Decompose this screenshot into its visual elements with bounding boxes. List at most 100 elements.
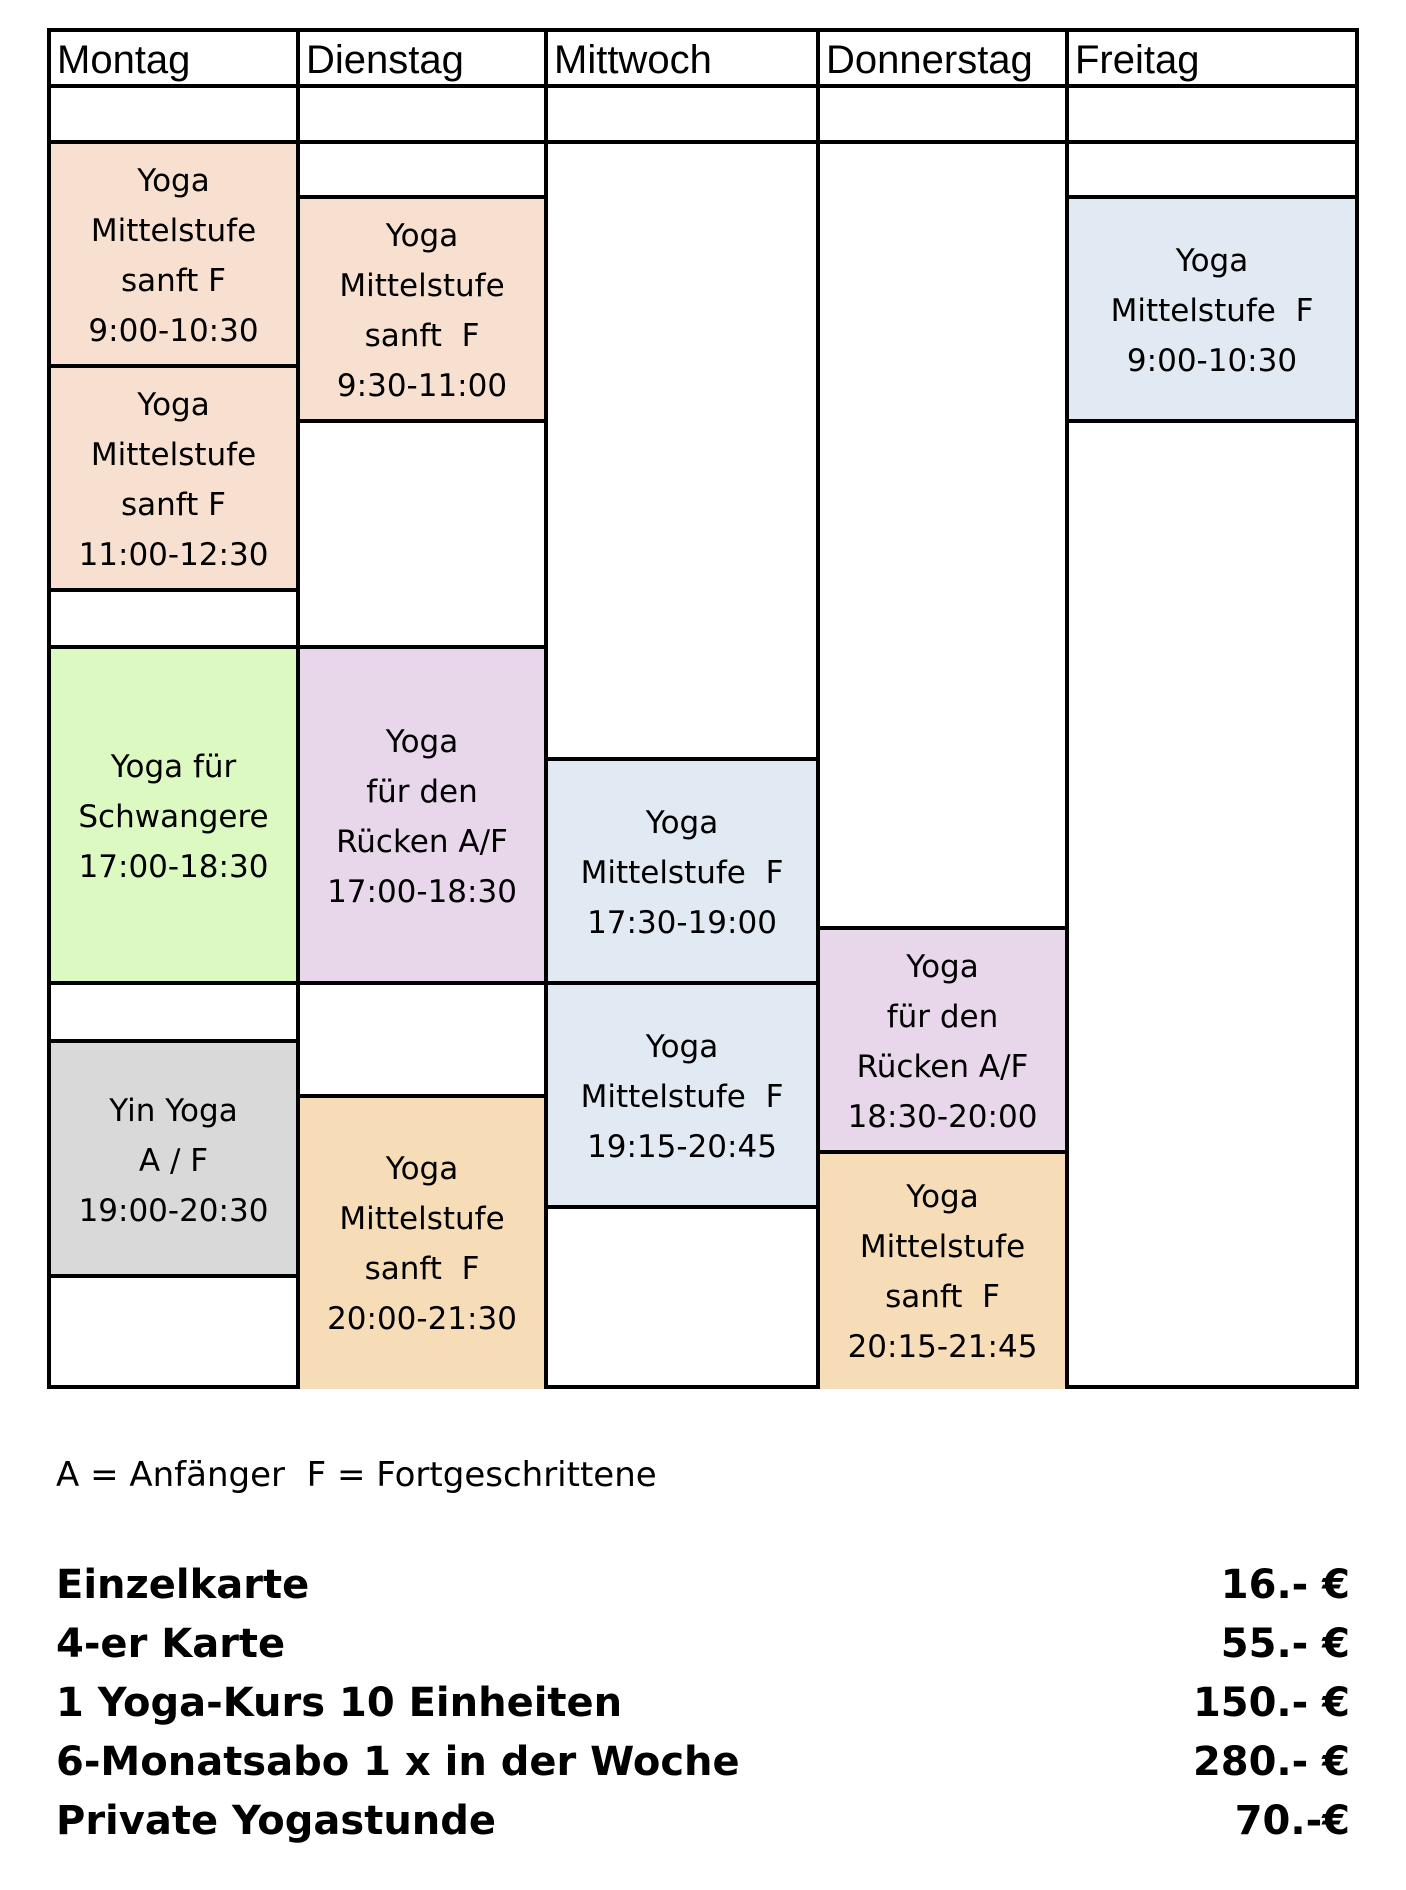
row-divider [51,588,296,592]
price-row-4er-karte: 4-er Karte 55.- € [56,1615,1350,1674]
column-divider [816,32,820,1389]
row-divider [1069,419,1355,423]
class-line: Mittelstufe [90,213,257,249]
column-divider [296,32,300,1389]
class-line: Mittelstufe F [580,855,784,891]
row-divider [820,926,1065,930]
price-label: 6-Monatsabo 1 x in der Woche [56,1739,740,1785]
price-row-monatsabo: 6-Monatsabo 1 x in der Woche 280.- € [56,1733,1350,1792]
price-value: 70.-€ [1234,1798,1350,1844]
class-line: Yoga [645,805,719,841]
day-header-dienstag: Dienstag [306,38,464,82]
column-divider [544,32,548,1389]
class-line: sanft F [364,318,480,354]
class-line: sanft F [120,487,226,523]
price-label: Einzelkarte [56,1562,310,1608]
day-header-donnerstag: Donnerstag [826,38,1033,82]
row-divider [300,195,544,199]
class-line: für den [886,999,999,1035]
row-divider [51,645,296,649]
row-divider [548,981,816,985]
class-line: Mittelstufe F [580,1079,784,1115]
class-line: Schwangere [78,799,269,835]
class-line: 9:30-11:00 [336,368,508,404]
class-line: sanft F [120,263,226,299]
price-value: 280.- € [1192,1739,1350,1785]
class-line: 9:00-10:30 [88,313,259,349]
class-block-mon-4: Yin Yoga A / F 19:00-20:30 [51,1043,296,1278]
price-row-yoga-kurs: 1 Yoga-Kurs 10 Einheiten 150.- € [56,1674,1350,1733]
class-line: Mittelstufe [339,1200,505,1237]
row-divider [548,1205,816,1209]
price-label: 4-er Karte [56,1621,286,1667]
day-header-mittwoch: Mittwoch [554,38,712,82]
class-line: Mittelstufe [339,268,505,304]
row-divider [300,419,544,423]
row-divider [51,1039,296,1043]
class-line: 17:00-18:30 [78,849,269,885]
price-label: 1 Yoga-Kurs 10 Einheiten [56,1680,623,1726]
class-line: 17:00-18:30 [327,874,517,910]
class-line: Yoga [645,1029,719,1065]
class-line: Yoga [906,1178,979,1215]
price-value: 150.- € [1192,1680,1350,1726]
column-divider [1065,32,1069,1389]
class-line: Yoga [385,724,459,760]
class-line: 20:15-21:45 [847,1328,1038,1365]
price-label: Private Yogastunde [56,1798,497,1844]
row-divider [820,1150,1065,1154]
row-divider [51,364,296,368]
class-line: sanft F [885,1278,1000,1315]
class-line: Mittelstufe [859,1228,1026,1265]
row-divider [548,757,816,761]
price-value: 55.- € [1220,1621,1350,1667]
class-line: für den [366,774,478,810]
header-divider [51,140,1355,144]
class-line: Yoga [1175,243,1249,279]
weekly-schedule-table: Montag Dienstag Mittwoch Donnerstag Frei… [47,28,1359,1389]
price-list: Einzelkarte 16.- € 4-er Karte 55.- € 1 Y… [56,1556,1350,1851]
row-divider [51,981,296,985]
header-divider [51,84,1355,88]
class-line: Yoga [137,163,210,199]
class-line: 9:00-10:30 [1126,343,1298,379]
class-line: 19:00-20:30 [78,1192,269,1229]
class-line: Mittelstufe F [1110,293,1314,329]
class-line: Yin Yoga [109,1092,238,1129]
class-line: Yoga für [110,749,237,785]
abbreviation-legend: A = Anfänger F = Fortgeschrittene [56,1455,657,1495]
class-line: Mittelstufe [90,437,257,473]
class-line: Yoga [385,218,459,254]
class-line: 19:15-20:45 [587,1129,777,1165]
row-divider [51,1274,296,1278]
class-line: Yoga [906,949,979,985]
class-line: 17:30-19:00 [587,905,777,941]
price-row-private-yogastunde: Private Yogastunde 70.-€ [56,1792,1350,1851]
class-line: sanft F [364,1250,480,1287]
row-divider [300,1094,544,1098]
class-line: 20:00-21:30 [327,1300,517,1337]
class-line: Rücken A/F [856,1049,1029,1085]
row-divider [300,645,544,649]
row-divider [300,981,544,985]
class-line: Yoga [137,387,210,423]
class-line: A / F [138,1142,209,1179]
class-line: 18:30-20:00 [847,1099,1038,1135]
day-header-montag: Montag [57,38,191,82]
class-line: 11:00-12:30 [78,537,269,573]
class-line: Yoga [385,1150,459,1187]
day-header-freitag: Freitag [1075,38,1200,82]
price-row-einzelkarte: Einzelkarte 16.- € [56,1556,1350,1615]
price-value: 16.- € [1220,1562,1350,1608]
